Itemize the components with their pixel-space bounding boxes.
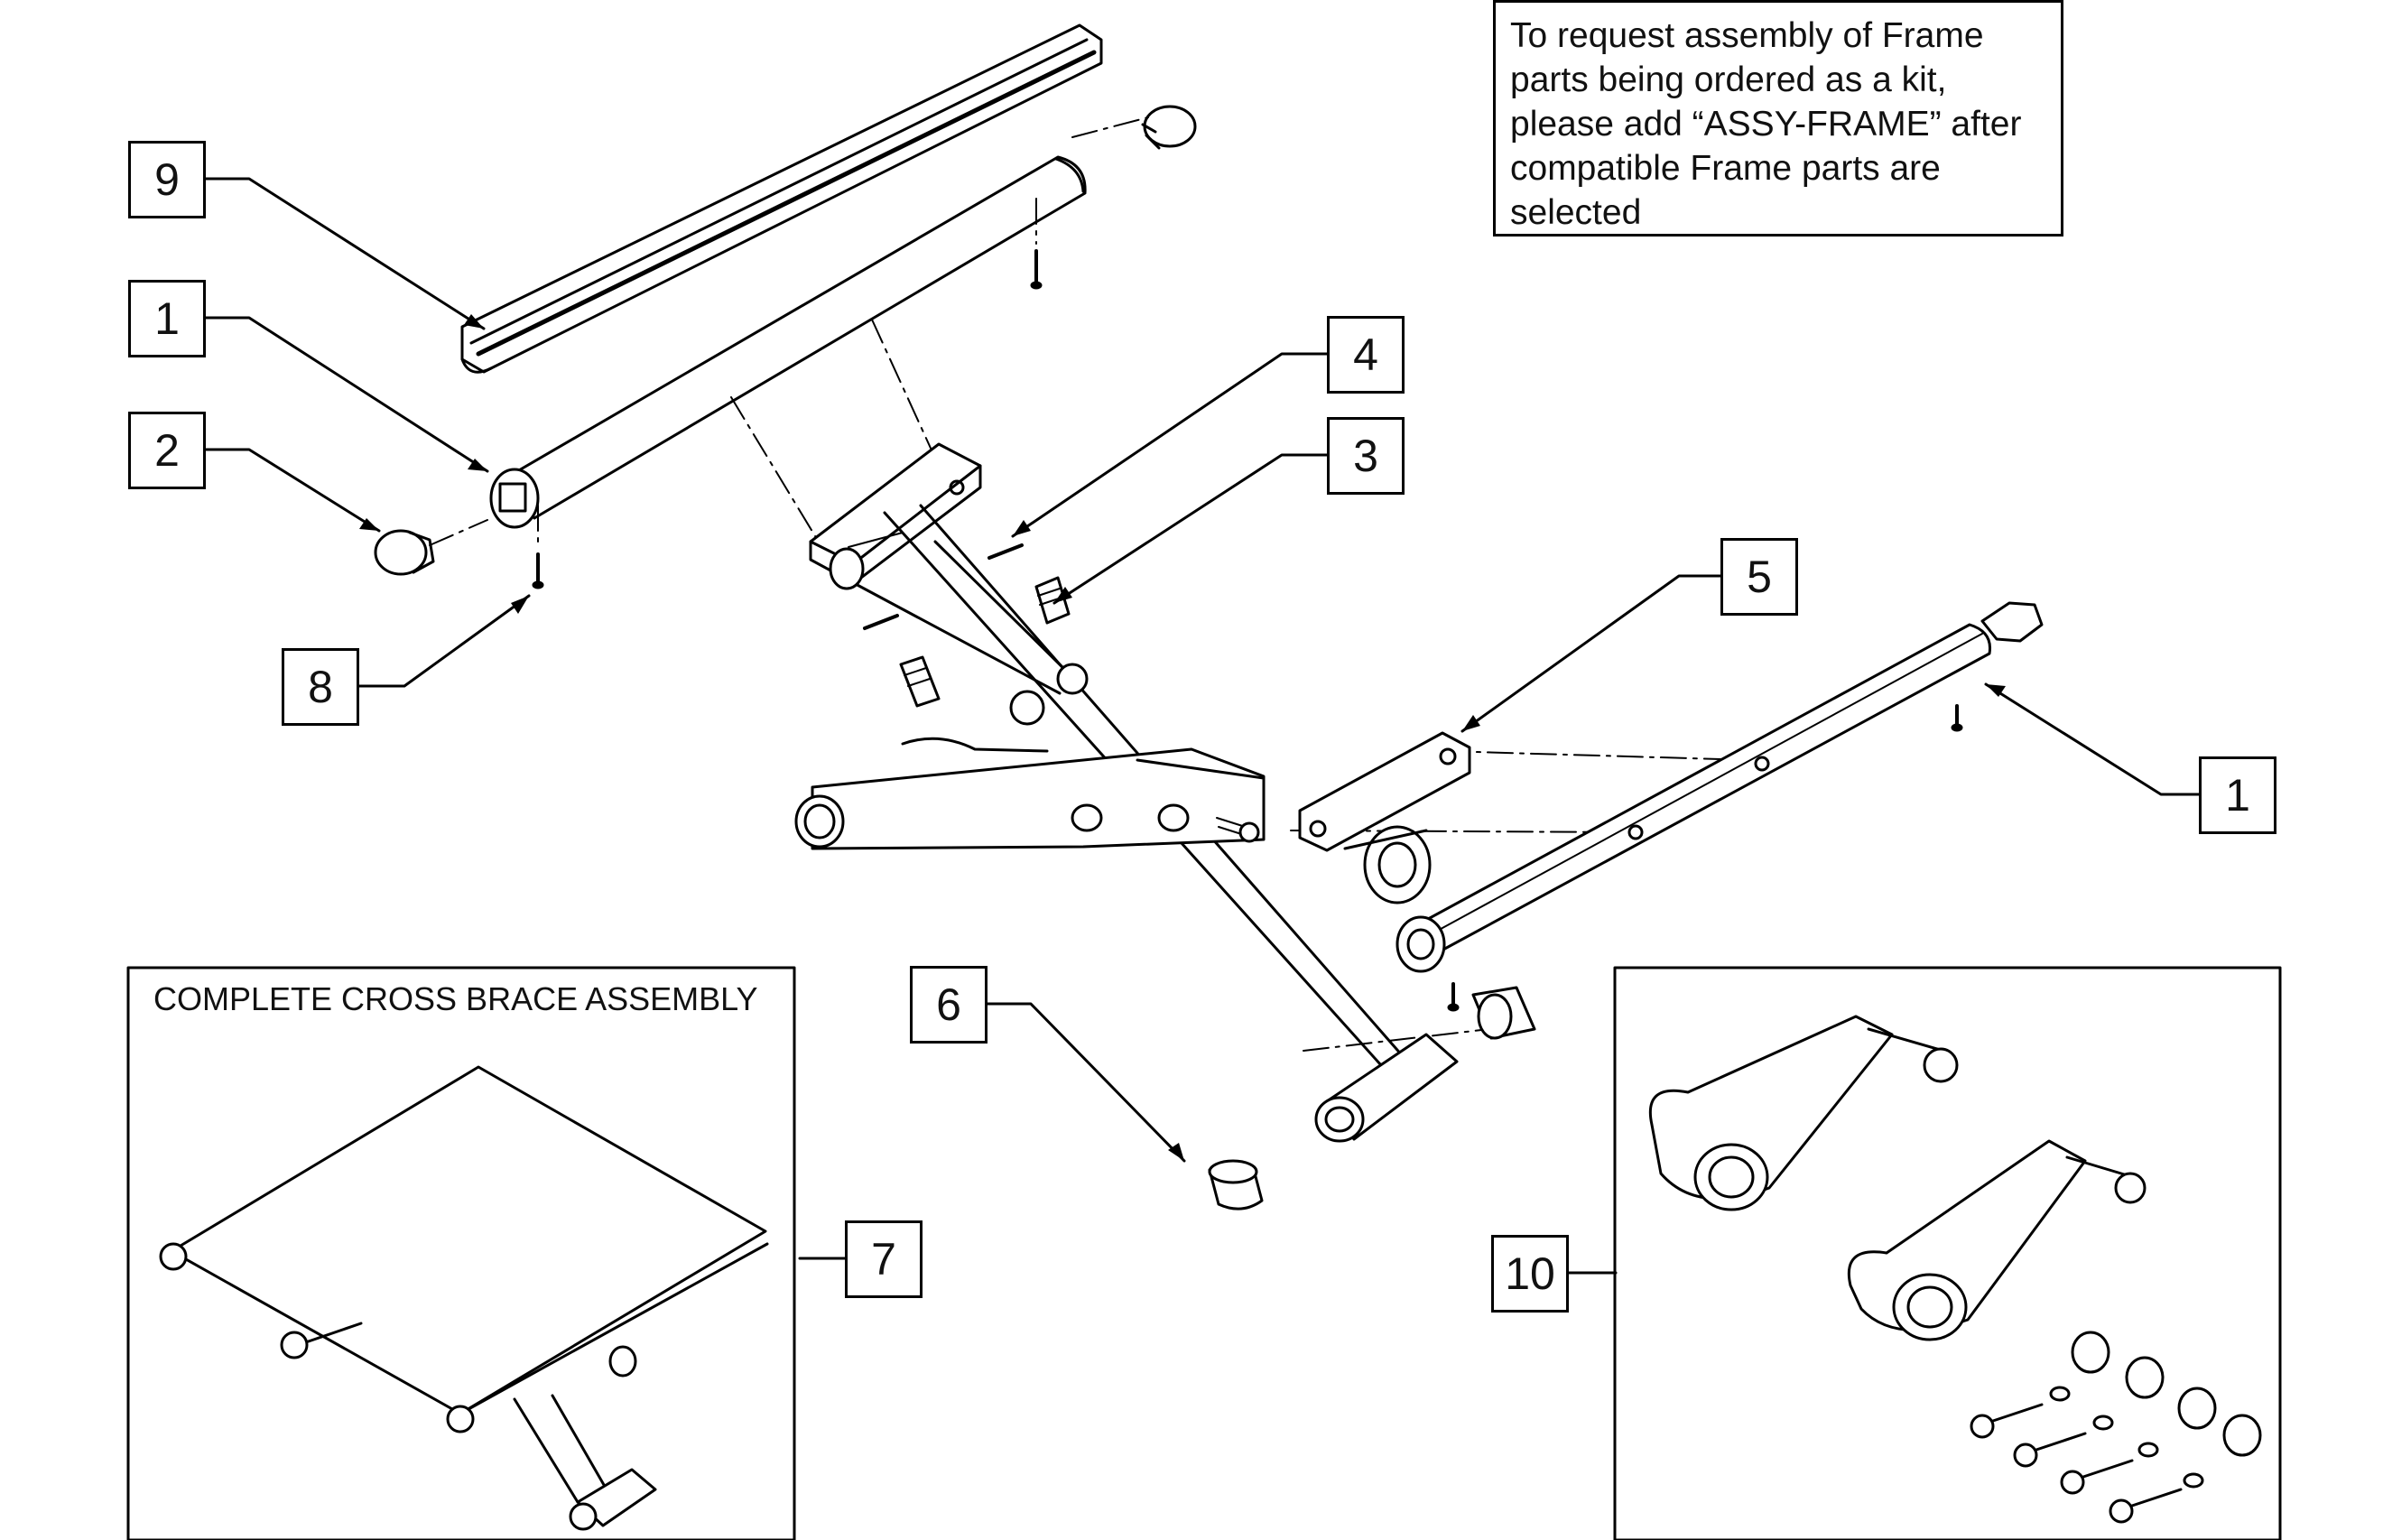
linkage-kit-drawing [1648,1015,2262,1524]
callout-5: 5 [1720,538,1798,616]
callout-6: 6 [910,966,988,1044]
note-line-4: compatible Frame parts are [1510,149,1941,188]
leader-lines [204,177,2201,1275]
end-cap-part-2 [374,529,435,576]
screw-right [1951,704,1963,732]
note-line-2: parts being ordered as a kit, [1510,60,1947,99]
callout-7: 7 [845,1220,923,1298]
screw-top [1030,249,1043,290]
bolt-part-3 [1034,576,1071,625]
callout-3: 3 [1327,417,1405,495]
assembly-request-note: To request assembly of Frame parts being… [1493,0,2063,237]
cross-brace-panel-title: COMPLETE CROSS BRACE ASSEMBLY [153,980,758,1017]
callout-4: 4 [1327,316,1405,394]
note-line-1: To request assembly of Frame [1510,16,1984,55]
callout-8: 8 [282,648,359,726]
bolt-set [1970,1403,2183,1524]
bracket-part-5 [1298,731,1471,905]
bushing-set [2071,1331,2262,1457]
seat-tube-left-part-1 [489,155,1087,529]
lower-end-tube [1314,1033,1459,1143]
cross-brace-assembly-drawing [159,1065,769,1531]
callout-1-right: 1 [2199,756,2276,834]
leader-arrowheads [359,314,2006,1161]
seat-tube-right-part-1 [1395,601,2044,973]
callout-1-left: 1 [128,280,206,357]
callout-2: 2 [128,412,206,489]
callout-9: 9 [128,141,206,218]
bolt-lower [899,655,941,708]
callout-10: 10 [1491,1235,1569,1313]
note-line-3: please add “ASSY-FRAME” after [1510,105,2022,144]
note-line-5: selected [1510,193,1642,232]
lower-frame-tube [794,737,1266,850]
screw-part-8 [532,552,544,589]
washer-set [2049,1386,2204,1489]
bushing-lower-right [1471,986,1536,1040]
cross-brace-assembly-panel [126,966,796,1540]
bushing-part-6 [1208,1159,1264,1211]
linkage-kit-panel [1613,966,2282,1540]
seat-rail-part-9 [460,23,1103,374]
washer-part-4 [863,543,1024,630]
screw-lower [1447,982,1460,1012]
end-cap-top [1141,105,1197,150]
